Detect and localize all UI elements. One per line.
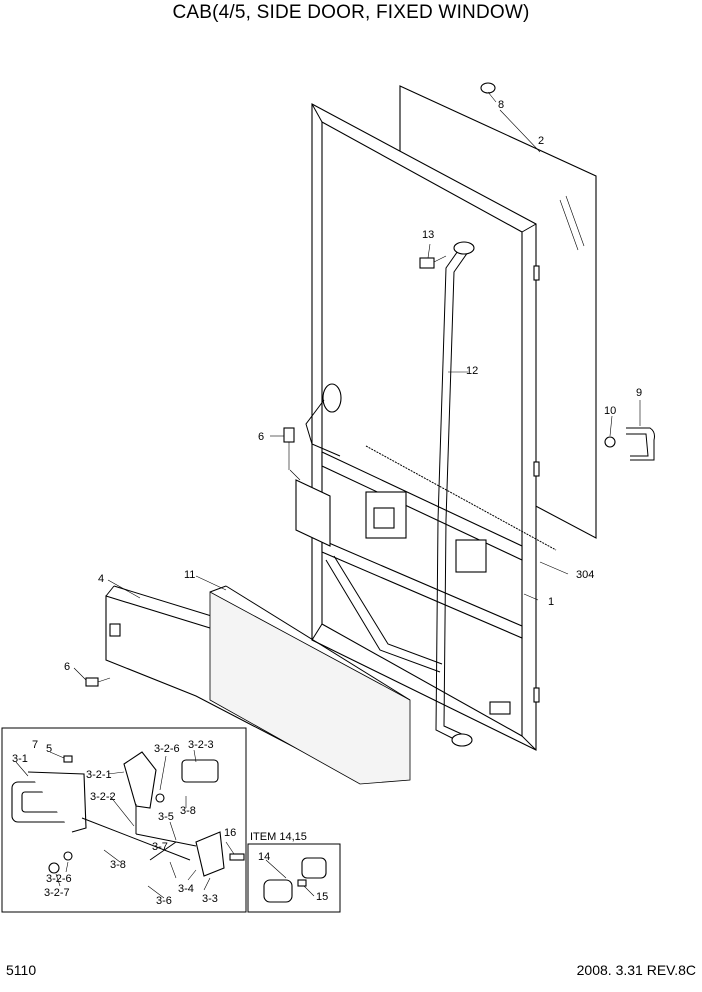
callout-13: 13: [422, 229, 434, 241]
callout-10: 10: [604, 405, 616, 417]
callout-1: 1: [548, 596, 554, 608]
callout-3-2-2: 3-2-2: [90, 791, 116, 803]
marker-lamp: [263, 857, 327, 903]
callout-12: 12: [466, 365, 478, 377]
grab-handle: [305, 383, 342, 457]
callout-14: 14: [258, 851, 270, 863]
callout-16: 16: [224, 827, 236, 839]
lamp-assembly-inset: [1, 727, 247, 913]
page-title: CAB(4/5, SIDE DOOR, FIXED WINDOW): [172, 2, 530, 23]
page-number: 5110: [6, 962, 37, 978]
callout-3-8-bottom: 3-8: [110, 859, 126, 871]
u-bolt: [626, 427, 655, 461]
inset-title: ITEM 14,15: [250, 831, 307, 843]
bolt-6-upper: [283, 427, 295, 470]
callout-3-7: 3-7: [152, 841, 168, 853]
callout-3-2-1: 3-2-1: [86, 769, 112, 781]
callout-6-lower: 6: [64, 661, 70, 673]
callout-15: 15: [316, 891, 328, 903]
callout-3-6: 3-6: [156, 895, 172, 907]
callout-3-2-6-top: 3-2-6: [154, 743, 180, 755]
callout-7: 7: [32, 739, 38, 751]
item-14-15-inset: [247, 843, 341, 913]
callout-3-4: 3-4: [178, 883, 194, 895]
leader-lines: [73, 91, 641, 681]
nut-10: [604, 436, 616, 448]
callout-5: 5: [46, 743, 52, 755]
callout-3-3: 3-3: [202, 893, 218, 905]
callout-3-5: 3-5: [158, 811, 174, 823]
callout-6-upper: 6: [258, 431, 264, 443]
callout-3-2-3: 3-2-3: [188, 739, 214, 751]
callout-304: 304: [576, 569, 594, 581]
callout-9: 9: [636, 387, 642, 399]
door-frame: [295, 103, 557, 751]
callout-2: 2: [538, 135, 544, 147]
bolt-13: [419, 255, 447, 269]
plug-part: [480, 82, 496, 94]
lamp-assembly: [11, 749, 245, 899]
callout-11: 11: [184, 569, 195, 581]
callout-3-2-6-bottom: 3-2-6: [46, 873, 72, 885]
callout-3-8-top: 3-8: [180, 805, 196, 817]
revision-date: 2008. 3.31 REV.8C: [576, 962, 696, 978]
callout-3-2-7: 3-2-7: [44, 887, 70, 899]
handle-bar: [435, 241, 475, 747]
callout-4: 4: [98, 573, 104, 585]
bolt-6-lower: [85, 677, 111, 687]
callout-8: 8: [498, 99, 504, 111]
callout-3-1: 3-1: [12, 753, 28, 765]
inner-panel: [209, 585, 411, 785]
